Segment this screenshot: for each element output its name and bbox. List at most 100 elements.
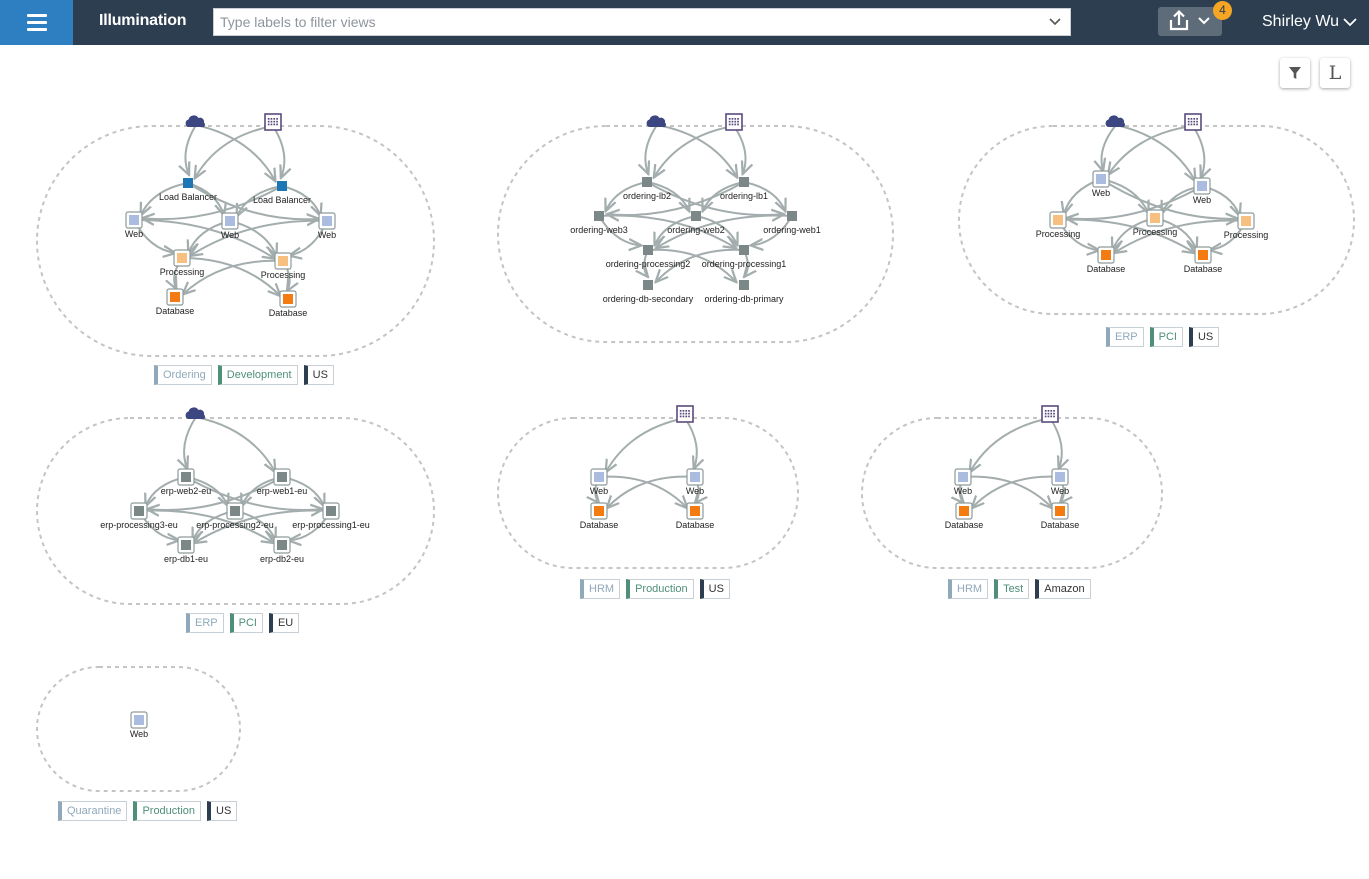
connection-edge[interactable] bbox=[185, 124, 197, 175]
workload-node[interactable]: Processing bbox=[160, 249, 205, 277]
connection-edge[interactable] bbox=[133, 218, 275, 259]
cloud-icon[interactable] bbox=[1105, 115, 1126, 127]
label-tag-loc[interactable]: EU bbox=[268, 613, 300, 633]
workload-node[interactable]: erp-processing1-eu bbox=[292, 502, 370, 530]
workload-node[interactable]: ordering-lb2 bbox=[623, 177, 671, 201]
main-menu-button[interactable] bbox=[0, 0, 73, 45]
group-quarantine-production-us[interactable]: Web bbox=[36, 666, 241, 792]
workload-node[interactable]: Database bbox=[1184, 246, 1223, 274]
group-ordering-unlabeled[interactable]: ordering-lb2 ordering-lb1 ordering-web3 ord… bbox=[497, 113, 894, 343]
workload-node[interactable]: erp-processing3-eu bbox=[100, 502, 178, 530]
workload-node[interactable]: Database bbox=[1041, 502, 1080, 530]
workload-node[interactable]: ordering-db-secondary bbox=[603, 280, 694, 304]
workload-node[interactable]: ordering-lb1 bbox=[720, 177, 768, 201]
grid-icon[interactable] bbox=[676, 405, 694, 423]
connection-edge[interactable] bbox=[141, 182, 189, 215]
connection-edge[interactable] bbox=[195, 416, 275, 472]
label-tag-app[interactable]: HRM bbox=[580, 579, 621, 599]
connection-edge[interactable] bbox=[1115, 124, 1195, 181]
workload-node[interactable]: Processing bbox=[1224, 212, 1269, 240]
group-boundary[interactable] bbox=[497, 125, 894, 343]
workload-node[interactable]: Web bbox=[318, 212, 336, 240]
workload-node[interactable]: Web bbox=[1092, 170, 1110, 198]
cloud-icon[interactable] bbox=[185, 115, 206, 127]
label-tag-env[interactable]: Development bbox=[217, 365, 298, 385]
connection-edge[interactable] bbox=[183, 259, 284, 295]
workload-node[interactable]: erp-web2-eu bbox=[161, 468, 212, 496]
label-tag-loc[interactable]: Amazon bbox=[1035, 579, 1091, 599]
connection-edge[interactable] bbox=[684, 417, 697, 469]
connection-edge[interactable] bbox=[195, 125, 274, 179]
connection-edge[interactable] bbox=[598, 475, 687, 509]
connection-edge[interactable] bbox=[606, 181, 648, 211]
connection-edge[interactable] bbox=[187, 182, 319, 219]
connection-edge[interactable] bbox=[970, 417, 1051, 473]
connection-edge[interactable] bbox=[645, 124, 658, 174]
label-tag-app[interactable]: Quarantine bbox=[58, 801, 128, 821]
group-boundary[interactable] bbox=[36, 417, 435, 605]
workload-node[interactable]: Database bbox=[269, 290, 308, 318]
cloud-icon[interactable] bbox=[185, 407, 206, 419]
workload-node[interactable]: ordering-processing1 bbox=[702, 245, 787, 269]
group-boundary[interactable] bbox=[958, 125, 1355, 315]
workload-node[interactable]: Web bbox=[125, 211, 143, 239]
label-tag-env[interactable]: Production bbox=[626, 579, 694, 599]
connection-edge[interactable] bbox=[695, 215, 737, 245]
group-boundary[interactable] bbox=[861, 417, 1163, 569]
filter-button[interactable] bbox=[1280, 58, 1310, 88]
connection-edge[interactable] bbox=[181, 257, 281, 296]
connection-edge[interactable] bbox=[962, 475, 1052, 509]
workload-node[interactable]: erp-db1-eu bbox=[164, 536, 208, 564]
label-tag-loc[interactable]: US bbox=[699, 579, 730, 599]
connection-edge[interactable] bbox=[194, 509, 332, 544]
connection-edge[interactable] bbox=[646, 181, 689, 211]
workload-node[interactable]: Web bbox=[1051, 468, 1069, 496]
workload-node[interactable]: ordering-processing2 bbox=[606, 245, 691, 269]
workload-node[interactable]: erp-db2-eu bbox=[260, 536, 304, 564]
group-boundary[interactable] bbox=[36, 666, 241, 792]
grid-icon[interactable] bbox=[1184, 113, 1202, 131]
workload-node[interactable]: Load Balancer bbox=[159, 178, 217, 202]
connection-edge[interactable] bbox=[733, 125, 746, 174]
label-tag-app[interactable]: Ordering bbox=[154, 365, 212, 385]
connection-edge[interactable] bbox=[972, 475, 1061, 509]
label-tag-loc[interactable]: US bbox=[303, 365, 334, 385]
label-filter-box[interactable] bbox=[213, 8, 1071, 36]
export-button[interactable] bbox=[1158, 7, 1222, 36]
workload-node[interactable]: Web bbox=[130, 711, 148, 739]
label-tag-env[interactable]: Test bbox=[994, 579, 1030, 599]
connection-edge[interactable] bbox=[190, 219, 328, 256]
connection-edge[interactable] bbox=[598, 214, 736, 249]
workload-node[interactable]: Processing bbox=[261, 252, 306, 280]
workload-node[interactable]: erp-processing2-eu bbox=[196, 502, 274, 530]
workload-node[interactable]: Database bbox=[156, 288, 195, 316]
grid-icon[interactable] bbox=[725, 113, 743, 131]
connection-edge[interactable] bbox=[607, 475, 696, 509]
connection-edge[interactable] bbox=[1049, 417, 1062, 469]
legend-button[interactable]: L bbox=[1320, 58, 1350, 88]
connection-edge[interactable] bbox=[142, 185, 283, 219]
connection-edge[interactable] bbox=[195, 124, 275, 181]
connection-edge[interactable] bbox=[1057, 218, 1195, 253]
label-tag-app[interactable]: HRM bbox=[948, 579, 989, 599]
connection-edge[interactable] bbox=[184, 416, 197, 469]
workload-node[interactable]: Web bbox=[954, 468, 972, 496]
grid-icon[interactable] bbox=[264, 113, 282, 131]
label-tag-app[interactable]: ERP bbox=[1106, 327, 1144, 347]
workload-node[interactable]: ordering-web2 bbox=[667, 211, 725, 235]
workload-node[interactable]: Web bbox=[590, 468, 608, 496]
workload-node[interactable]: ordering-web3 bbox=[570, 211, 628, 235]
label-tag-env[interactable]: PCI bbox=[229, 613, 263, 633]
connection-edge[interactable] bbox=[1101, 124, 1117, 171]
workload-node[interactable]: ordering-web1 bbox=[763, 211, 821, 235]
connection-edge[interactable] bbox=[237, 185, 283, 217]
connection-edge[interactable] bbox=[606, 417, 686, 472]
workload-node[interactable]: Database bbox=[1087, 246, 1126, 274]
connection-edge[interactable] bbox=[703, 181, 745, 211]
connection-edge[interactable] bbox=[1108, 125, 1194, 175]
